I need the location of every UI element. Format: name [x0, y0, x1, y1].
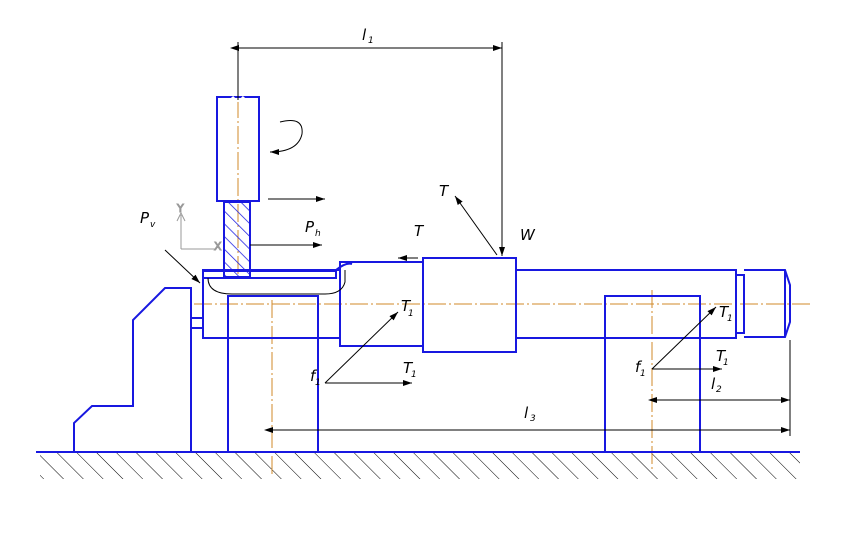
- dimensions: [230, 42, 791, 436]
- label-l3: l 3: [524, 404, 536, 424]
- svg-text:1: 1: [411, 370, 417, 380]
- svg-text:l: l: [524, 404, 529, 422]
- fixture-body: [73, 287, 204, 452]
- svg-text:f: f: [635, 358, 643, 376]
- workpiece-shaft: [202, 257, 791, 353]
- svg-text:h: h: [315, 229, 321, 239]
- svg-text:T: T: [401, 297, 412, 315]
- svg-text:P: P: [305, 218, 315, 236]
- label-t1-lower-right: T 1: [716, 347, 729, 368]
- label-l2: l 2: [711, 375, 722, 395]
- svg-text:T: T: [403, 359, 414, 377]
- svg-text:T: T: [719, 303, 730, 321]
- svg-text:v: v: [150, 220, 156, 230]
- coordinate-axes: Y X: [176, 202, 223, 254]
- label-t1-upper-right: T 1: [719, 303, 733, 324]
- label-pv: P v: [140, 209, 156, 230]
- svg-text:2: 2: [716, 385, 722, 395]
- svg-text:1: 1: [368, 36, 374, 46]
- label-f1-right: f 1: [635, 358, 646, 379]
- label-f1-left: f 1: [310, 367, 321, 388]
- svg-text:3: 3: [530, 414, 536, 424]
- force-arrows: [164, 48, 722, 386]
- cutting-tool: [202, 95, 346, 295]
- support-left: [227, 295, 319, 453]
- label-l1: l 1: [362, 26, 374, 46]
- svg-text:l: l: [362, 26, 367, 44]
- svg-text:T: T: [716, 347, 727, 365]
- svg-text:1: 1: [727, 314, 733, 324]
- centerlines: [194, 48, 812, 474]
- support-right: [604, 295, 701, 453]
- svg-text:1: 1: [723, 358, 729, 368]
- rotation-arrow: [269, 120, 303, 155]
- svg-text:P: P: [140, 209, 150, 227]
- svg-text:1: 1: [315, 378, 321, 388]
- axis-x-label: X: [214, 240, 222, 253]
- ground: [36, 451, 800, 479]
- label-ph: P h: [305, 218, 321, 239]
- svg-text:1: 1: [408, 309, 414, 319]
- svg-text:1: 1: [640, 369, 646, 379]
- label-t-force: T: [439, 182, 450, 200]
- label-t1-upper-left: T 1: [401, 297, 414, 319]
- label-t1-lower-left: T 1: [403, 359, 417, 380]
- svg-text:f: f: [310, 367, 318, 385]
- svg-text:l: l: [711, 375, 716, 393]
- label-w: W: [520, 226, 536, 244]
- label-t-left: T: [414, 222, 425, 240]
- axis-y-label: Y: [176, 202, 184, 215]
